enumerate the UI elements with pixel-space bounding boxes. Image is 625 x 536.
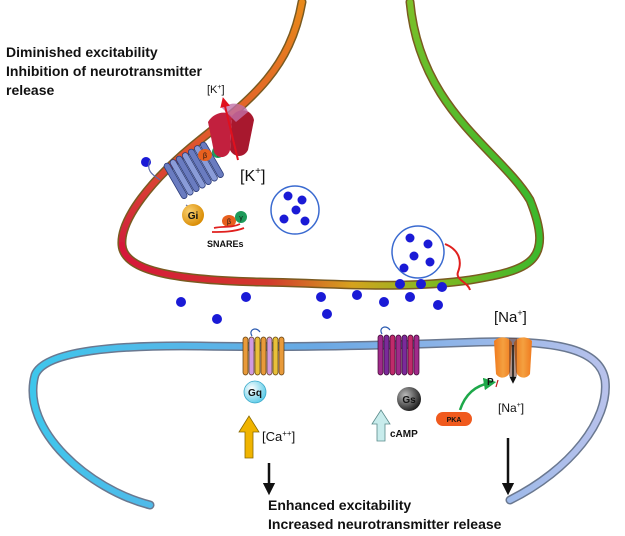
na-inside-label: [Na+] [498,401,524,415]
k-inside-label: [K+] [240,166,265,185]
neurotransmitter-dots [141,157,447,324]
gq-receptor: Gq [242,328,285,404]
calcium-label: [Ca++] [262,429,295,444]
enhancement-line-1: Enhanced excitability [268,497,411,513]
gs-label: Gs [402,395,416,406]
presynaptic-membrane [117,0,545,290]
calcium-arrow [238,415,260,459]
gi-protein: Gi [182,204,204,226]
gs-protein [397,387,421,411]
phospho-label: P [487,377,494,388]
inhibition-line-1: Diminished excitability [6,44,158,60]
vesicle-upper [270,185,320,235]
camp-arrow [371,409,391,442]
gi-label: Gi [188,211,199,222]
beta-label-lower: β [227,219,231,226]
enhancement-line-2: Increased neurotransmitter release [268,516,502,532]
vesicle-docked [391,225,445,279]
gs-receptor: Gs [377,326,421,411]
beta-gamma-snare: β γ SNAREs [207,211,247,249]
na-outside-label: [Na+] [494,308,527,326]
postsynaptic-membrane [28,337,610,510]
pka: PKA [436,412,472,426]
k-channel [208,97,254,161]
na-channel [494,337,532,388]
k-outside-label: [K+] [207,84,225,96]
inhibition-line-2: Inhibition of neurotransmitter [6,63,203,79]
snares-label: SNAREs [207,239,244,249]
beta-label-upper: β [203,153,207,160]
camp-label: cAMP [390,429,418,440]
pka-label: PKA [447,417,462,424]
gamma-label-lower: γ [239,215,243,222]
gq-label: Gq [248,388,262,399]
gq-protein [243,380,267,404]
pka-phospho-arrow [458,377,497,411]
snare-docked [444,243,471,291]
inhibition-line-3: release [6,82,54,98]
